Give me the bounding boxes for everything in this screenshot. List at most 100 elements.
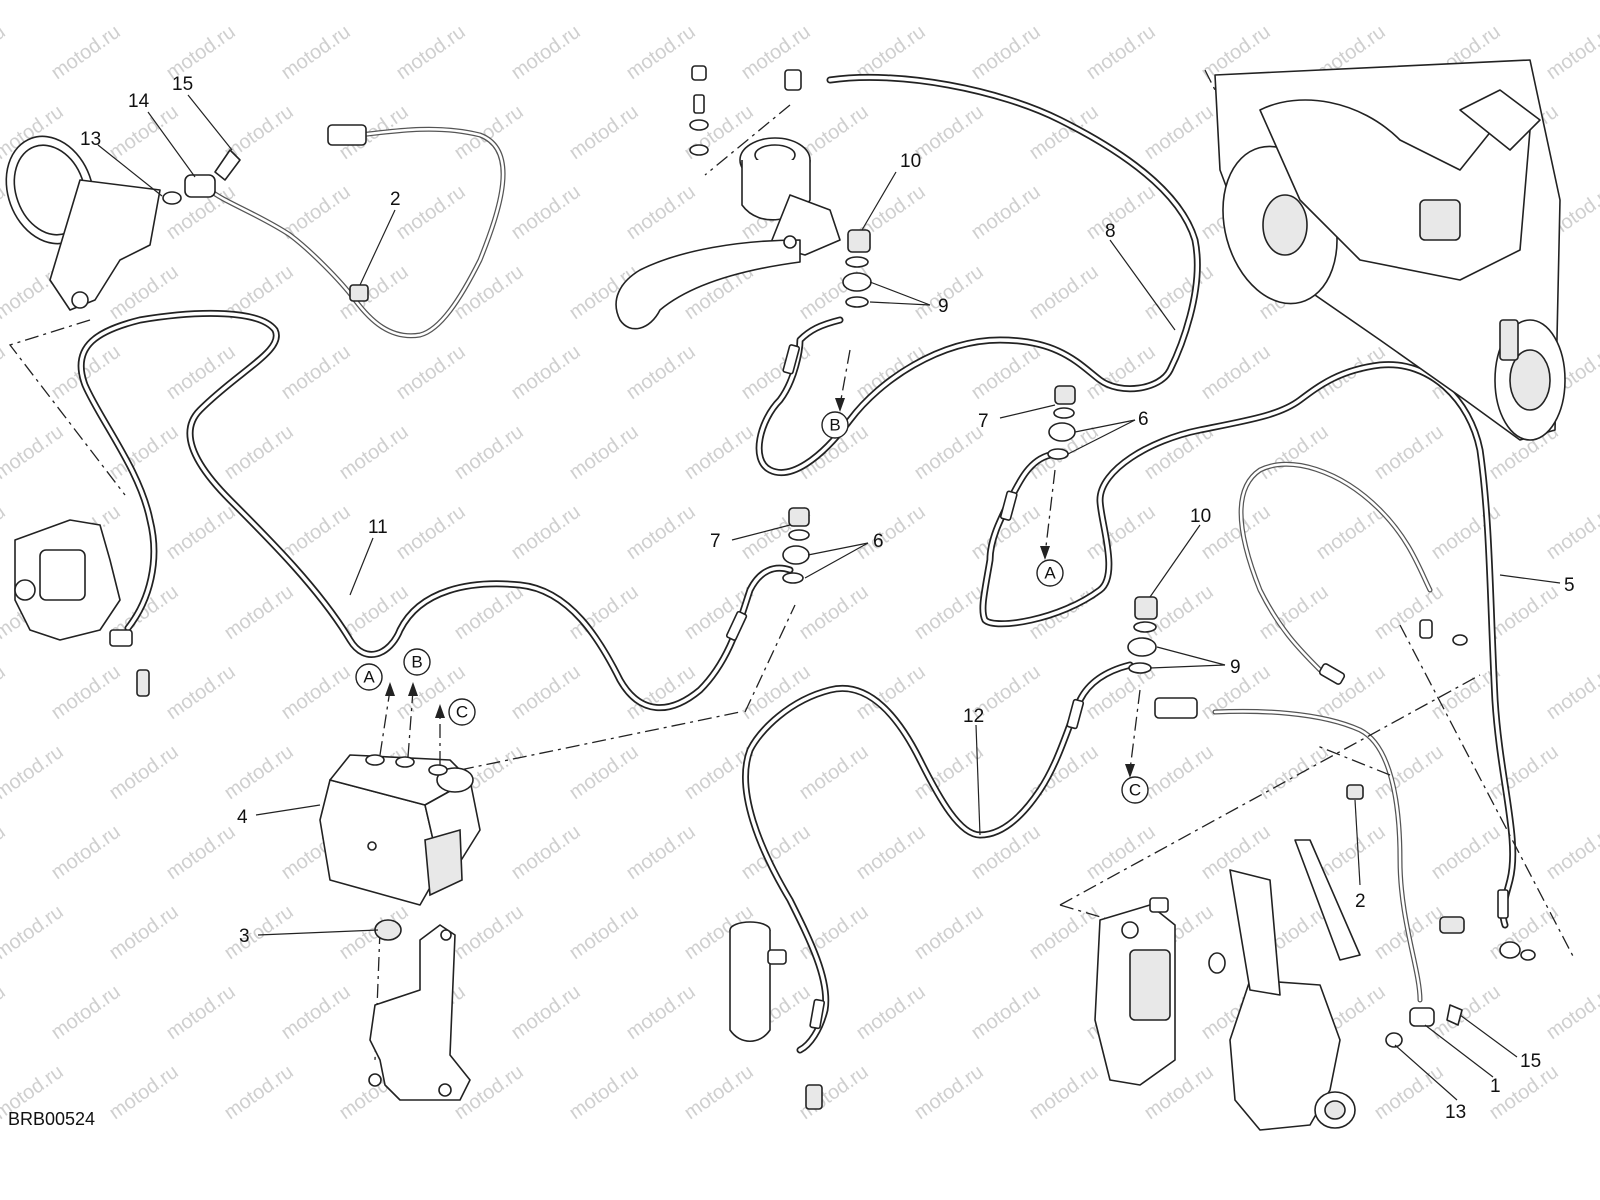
watermark-text: motod.ru	[0, 901, 68, 964]
watermark-text: motod.ru	[1082, 181, 1159, 244]
marker-c-abs: C	[448, 698, 476, 726]
watermark-text: motod.ru	[105, 741, 182, 804]
callout-7-right: 7	[978, 411, 989, 432]
watermark-text: motod.ru	[507, 661, 584, 724]
watermark-text: motod.ru	[105, 421, 182, 484]
watermark-text: motod.ru	[565, 421, 642, 484]
flow-arrows	[379, 398, 1135, 778]
watermark-text: motod.ru	[910, 101, 987, 164]
brake-line-12	[742, 661, 1134, 1054]
callout-11: 11	[368, 517, 388, 538]
watermark-text: motod.ru	[105, 0, 182, 4]
callout-7-mid: 7	[710, 531, 721, 552]
svg-text:A: A	[363, 668, 375, 687]
watermark-text: motod.ru	[220, 741, 297, 804]
banjo-rear-right	[1439, 916, 1536, 961]
watermark-text: motod.ru	[392, 21, 469, 84]
watermark-text: motod.ru	[105, 1061, 182, 1124]
marker-b-front: B	[821, 411, 849, 439]
watermark-text: motod.ru	[277, 661, 354, 724]
watermark-text: motod.ru	[392, 181, 469, 244]
watermark-text: motod.ru	[277, 341, 354, 404]
watermark-text: motod.ru	[47, 821, 124, 884]
watermark-text: motod.ru	[1082, 21, 1159, 84]
watermark-text: motod.ru	[162, 341, 239, 404]
watermark-text: motod.ru	[1542, 981, 1600, 1044]
marker-a-right: A	[1036, 559, 1064, 587]
watermark-text: motod.ru	[565, 1061, 642, 1124]
watermark-text: motod.ru	[795, 0, 872, 4]
watermark-text: motod.ru	[737, 341, 814, 404]
callout-15-top: 15	[172, 74, 193, 95]
watermark-text: motod.ru	[450, 901, 527, 964]
watermark-text: motod.ru	[507, 181, 584, 244]
watermark-text: motod.ru	[1542, 821, 1600, 884]
watermark-text: motod.ru	[852, 501, 929, 564]
swingarm-bracket	[1229, 839, 1361, 1131]
watermark-text: motod.ru	[737, 21, 814, 84]
watermark-text: motod.ru	[1140, 0, 1217, 4]
watermark-text: motod.ru	[565, 741, 642, 804]
fitting	[809, 998, 826, 1030]
watermark-text: motod.ru	[1025, 261, 1102, 324]
callout-5: 5	[1564, 575, 1575, 596]
callout-3: 3	[239, 926, 250, 947]
caliper-rear	[1094, 897, 1226, 1086]
watermark-text: motod.ru	[622, 821, 699, 884]
watermark-text: motod.ru	[622, 21, 699, 84]
brake-line-11	[77, 309, 794, 712]
banjo-10-top	[842, 229, 872, 308]
watermark-text: motod.ru	[162, 661, 239, 724]
callout-14: 14	[128, 91, 150, 112]
watermark-text: motod.ru	[565, 101, 642, 164]
callout-10-mid: 10	[1190, 506, 1211, 527]
watermark-text: motod.ru	[680, 1061, 757, 1124]
brake-line-a	[979, 361, 1517, 929]
banjo-7-mid	[782, 507, 810, 584]
watermark-text: motod.ru	[507, 981, 584, 1044]
front-wheel-speed-sensor	[162, 149, 241, 205]
watermark-text: motod.ru	[220, 421, 297, 484]
rear-master-cylinder	[729, 921, 823, 1110]
watermark-text: motod.ru	[967, 981, 1044, 1044]
hose-5-ends	[1318, 619, 1468, 685]
watermark-text: motod.ru	[0, 21, 10, 84]
sensor-connector-top	[327, 124, 367, 146]
watermark-text: motod.ru	[0, 661, 10, 724]
watermark-text: motod.ru	[0, 0, 68, 4]
callout-9-mid: 9	[1230, 657, 1241, 678]
watermark-text: motod.ru	[1542, 501, 1600, 564]
tone-ring-front	[5, 135, 161, 311]
watermark-text: motod.ru	[47, 21, 124, 84]
watermark-text: motod.ru	[162, 981, 239, 1044]
callout-15-bot: 15	[1520, 1051, 1541, 1072]
watermark-text: motod.ru	[910, 581, 987, 644]
callout-12: 12	[963, 706, 984, 727]
watermark-text: motod.ru	[1140, 261, 1217, 324]
watermark-text: motod.ru	[622, 181, 699, 244]
caliper-left	[14, 519, 150, 697]
watermark-text: motod.ru	[1025, 901, 1102, 964]
watermark-text: motod.ru	[392, 501, 469, 564]
watermark-text: motod.ru	[220, 901, 297, 964]
front-master-cylinder	[615, 65, 841, 330]
watermark-text: motod.ru	[507, 501, 584, 564]
watermark-text: motod.ru	[565, 901, 642, 964]
marker-a-abs: A	[355, 663, 383, 691]
watermark-text: motod.ru	[1140, 741, 1217, 804]
watermark-text: motod.ru	[450, 421, 527, 484]
watermark-text: motod.ru	[0, 341, 10, 404]
watermark-text: motod.ru	[277, 21, 354, 84]
fitting	[999, 490, 1018, 521]
watermark-text: motod.ru	[1427, 501, 1504, 564]
banjo-10-mid	[1127, 596, 1158, 674]
watermark-text: motod.ru	[795, 261, 872, 324]
watermark-text: motod.ru	[1427, 821, 1504, 884]
watermark-text: motod.ru	[1370, 0, 1447, 4]
watermark-text: motod.ru	[910, 421, 987, 484]
leader-lines	[97, 94, 1561, 1101]
sensor-cable-rear	[1212, 708, 1423, 1003]
watermark-text: motod.ru	[852, 981, 929, 1044]
watermark-text: motod.ru	[1082, 501, 1159, 564]
